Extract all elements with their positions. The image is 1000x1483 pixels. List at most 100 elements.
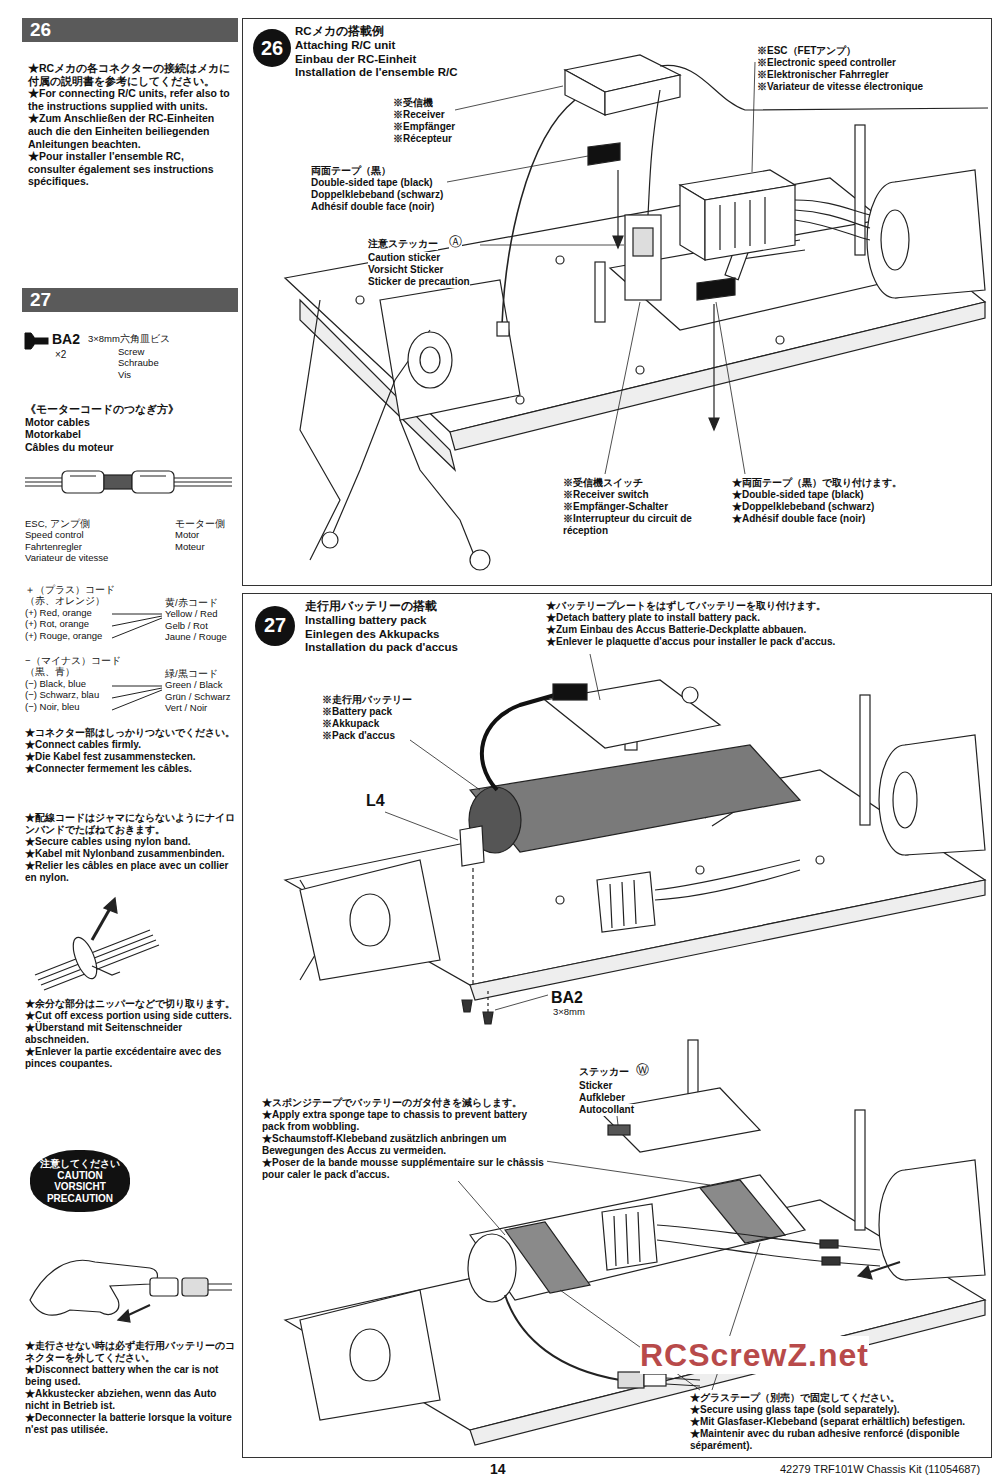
label-text: ★Überstand mit Seitenschneider abschneid…	[25, 1022, 235, 1046]
label-text: ※Battery pack	[322, 706, 392, 718]
label-text: 42279 TRF101W Chassis Kit (11054687)	[780, 1463, 980, 1476]
arrows-26	[613, 170, 719, 430]
chassis-26-part	[556, 256, 564, 264]
label-text: ※Akkupack	[322, 718, 379, 730]
node-text: 26	[30, 18, 238, 42]
label-text: −（マイナス）コード	[25, 655, 121, 666]
chassis-27a-part	[487, 990, 488, 1012]
chassis-27a-part	[655, 860, 800, 900]
label-text: ★Akkustecker abziehen, wenn das Auto nic…	[25, 1388, 235, 1412]
label-text: ※Récepteur	[393, 133, 452, 145]
nylon-band-picture-part	[35, 930, 159, 990]
chassis-26-part	[470, 550, 490, 570]
cable-pairing-lines-part	[112, 618, 162, 638]
label-text: ★Double-sided tape (black)	[732, 489, 864, 501]
label-group: 14	[490, 1461, 506, 1478]
label-text: 《モーターコードのつなぎ方》	[25, 403, 179, 416]
leader-lines-27a-part	[385, 812, 458, 840]
label-text: Vert / Noir	[165, 702, 207, 713]
label-text: L4	[366, 791, 385, 810]
panel-heading: 走行用バッテリーの搭載Installing battery packEinleg…	[305, 600, 458, 655]
node-text: Einlegen des Akkupacks	[305, 628, 458, 642]
hand-picture-part	[150, 1278, 178, 1296]
label-text: ★Relier les câbles en place avec un coll…	[25, 860, 235, 884]
chassis-27a-part	[462, 1000, 472, 1012]
label-text: ※Interrupteur du circuit de réception	[563, 513, 723, 537]
chassis-27b-part	[822, 1257, 840, 1265]
label-group: −（マイナス）コード（黒、青）(−) Black, blue(−) Schwar…	[25, 655, 121, 712]
node-text: 走行用バッテリーの搭載	[305, 600, 458, 614]
label-group: ※ESC（FETアンプ）※Electronic speed controller…	[757, 45, 987, 93]
label-group: モーター側MotorMoteur	[175, 518, 225, 552]
label-text: ×2	[55, 349, 66, 361]
label-group: 両面テープ（黒）Double-sided tape (black)Doppelk…	[311, 165, 443, 213]
chassis-27b-part	[602, 1204, 657, 1270]
rc-units-26-part	[720, 197, 765, 250]
label-text: Motor	[175, 529, 199, 540]
label-text: 緑/黒コード	[165, 668, 218, 679]
label-text: ★Secure cables using nylon band.	[25, 836, 191, 848]
label-group: 《モーターコードのつなぎ方》Motor cablesMotorkabelCâbl…	[25, 403, 235, 453]
label-group: ★RCメカの各コネクターの接続はメカに付属の説明書を参考にしてください。★For…	[28, 62, 233, 188]
leader-lines-27a-part	[410, 740, 480, 790]
label-text: ★Connect cables firmly.	[25, 739, 141, 751]
label-text: Green / Black	[165, 679, 223, 690]
label-text: ★Detach battery plate to install battery…	[546, 612, 760, 624]
label-text: Motorkabel	[25, 428, 81, 441]
rc-units-26-part	[625, 215, 661, 300]
label-text: ★走行させない時は必ず走行用バッテリーのコネクターを外してください。	[25, 1340, 235, 1364]
node-text: Attaching R/C unit	[295, 39, 458, 53]
label-text: ※Pack d'accus	[322, 730, 395, 742]
label-text: ESC, アンプ側	[25, 518, 90, 529]
label-text: モーター側	[175, 518, 225, 529]
leader-lines-27a-part	[590, 654, 600, 700]
chassis-27b-part	[644, 1374, 666, 1386]
label-text: Ⓐ	[449, 234, 462, 250]
chassis-27a-part	[682, 687, 698, 703]
chassis-27b-part	[905, 1160, 985, 1280]
label-text: ★Zum Anschließen der RC-Einheiten auch d…	[28, 112, 233, 150]
label-group: ★コネクター部はしっかりつないでください。★Connect cables fir…	[25, 727, 235, 775]
node-text: 27	[30, 288, 238, 312]
label-text: 注意ステッカー	[368, 238, 438, 250]
motor-cable-connector-part	[104, 475, 132, 489]
label-text: 両面テープ（黒）	[311, 165, 391, 177]
rc-units-26-part	[660, 65, 988, 110]
chassis-27b-part	[608, 1125, 630, 1135]
label-text: 黄/赤コード	[165, 597, 218, 608]
rc-units-26-part	[680, 185, 705, 260]
chassis-27b-part	[505, 1222, 590, 1293]
label-text: ★Poser de la bande mousse supplémentaire…	[262, 1157, 547, 1181]
label-text: Fahrtenregler	[25, 541, 82, 552]
label-text: Vis	[118, 369, 131, 380]
chassis-27a-part	[472, 868, 473, 985]
label-text: ※Elektronischer Fahrregler	[757, 69, 889, 81]
label-group: ※走行用バッテリー※Battery pack※Akkupack※Pack d'a…	[322, 694, 412, 742]
label-text: (+) Rouge, orange	[25, 630, 102, 641]
node-text: Installation du pack d'accus	[305, 641, 458, 655]
label-text: ※ESC（FETアンプ）	[757, 45, 856, 57]
label-group: ★配線コードはジャマにならないようにナイロンバンドでたばねておきます。★Secu…	[25, 812, 235, 884]
leader-lines-26	[447, 62, 755, 474]
label-text: Gelb / Rot	[165, 620, 208, 631]
label-text: Sticker	[579, 1080, 612, 1092]
label-text: (−) Schwarz, blau	[25, 689, 99, 700]
step-circle: 27	[255, 606, 295, 646]
step-circle: 26	[253, 29, 291, 67]
chassis-27b-part	[855, 1110, 865, 1230]
arrows-26-part	[713, 304, 714, 420]
label-group: ★グラステープ（別売）で固定してください。★Secure using glass…	[690, 1392, 985, 1452]
chassis-27a-part	[300, 860, 440, 980]
label-group: Caution stickerVorsicht StickerSticker d…	[368, 252, 470, 288]
leader-lines-26-part	[480, 245, 624, 246]
label-text: ★Pour installer l'ensemble RC, consulter…	[28, 150, 233, 188]
nylon-band-picture-part	[68, 934, 101, 982]
chassis-27b-part	[657, 1225, 880, 1266]
label-text: ※Empfänger-Schalter	[563, 501, 668, 513]
label-text: ※受信機スイッチ	[563, 477, 643, 489]
label-text: ★Cut off excess portion using side cutte…	[25, 1010, 232, 1022]
label-text: Vorsicht Sticker	[368, 264, 443, 276]
label-text: Double-sided tape (black)	[311, 177, 433, 189]
label-group: ★両面テープ（黒）で取り付けます。★Double-sided tape (bla…	[732, 477, 982, 525]
